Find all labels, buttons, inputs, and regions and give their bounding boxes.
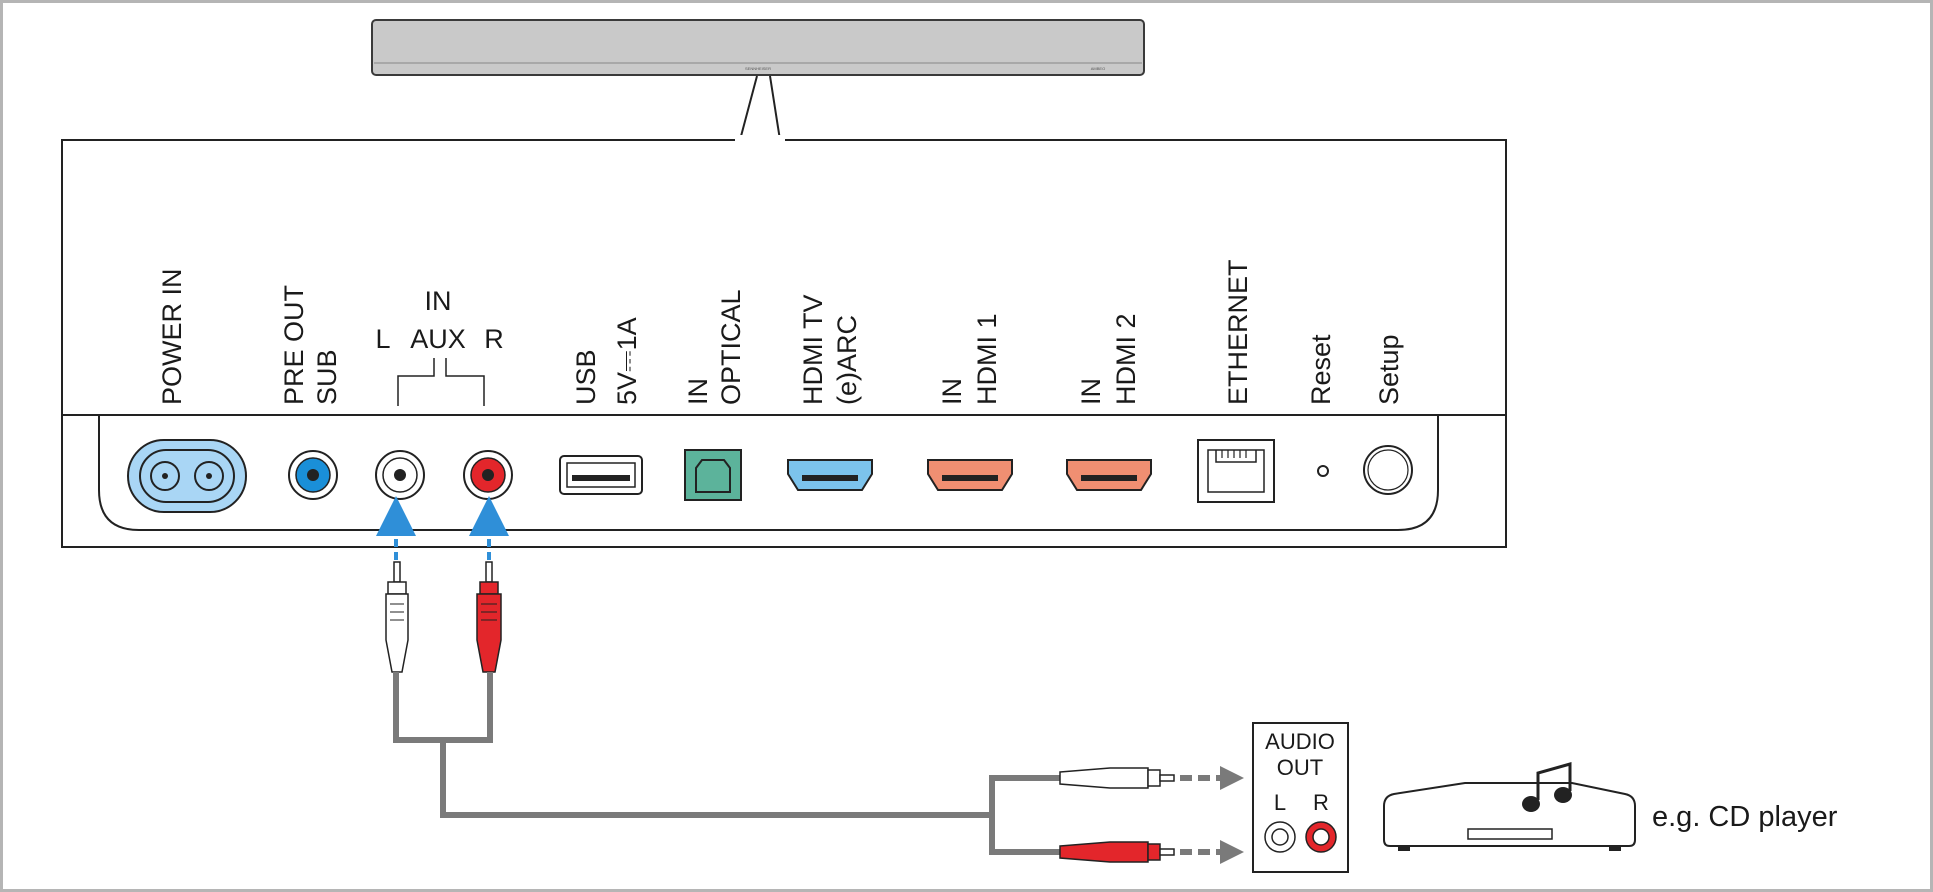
cd-player-caption: e.g. CD player bbox=[1652, 801, 1838, 833]
label-reset: Reset bbox=[1306, 334, 1336, 405]
cable-main bbox=[440, 740, 992, 818]
rca-plug-white-horizontal bbox=[1059, 767, 1175, 789]
label-usb-rating: 5V⎓1A bbox=[612, 317, 642, 405]
label-optical: OPTICAL bbox=[716, 289, 746, 405]
soundbar-brand: SENNHEISER bbox=[745, 66, 771, 71]
label-optical-in: IN bbox=[683, 378, 713, 405]
label-hdmi2: HDMI 2 bbox=[1111, 313, 1141, 405]
zoom-callout-right bbox=[769, 75, 781, 141]
zoom-callout-left bbox=[739, 75, 758, 141]
audio-out-l-label: L bbox=[1274, 790, 1286, 815]
label-aux-in: IN bbox=[425, 286, 452, 316]
label-aux: AUX bbox=[410, 324, 466, 354]
cable-bundle-top bbox=[393, 672, 493, 743]
hdmi-tv-earc-port bbox=[787, 459, 873, 491]
setup-button bbox=[1363, 445, 1413, 495]
label-aux-l: L bbox=[375, 324, 390, 354]
hdmi1-port bbox=[927, 459, 1013, 491]
audio-out-r-label: R bbox=[1313, 790, 1329, 815]
cable-split bbox=[989, 775, 1062, 855]
aux-r-jack bbox=[463, 450, 513, 500]
reset-pinhole bbox=[1317, 465, 1329, 477]
label-hdmi1-in: IN bbox=[937, 378, 967, 405]
label-earc: (e)ARC bbox=[832, 315, 862, 405]
rca-plug-white-vertical bbox=[385, 561, 409, 673]
aux-l-jack bbox=[375, 450, 425, 500]
audio-out-label-1: AUDIO bbox=[1265, 729, 1335, 754]
arrow-to-audio-out-l bbox=[1220, 766, 1244, 790]
connector-strip bbox=[98, 415, 1439, 531]
cd-player-illustration bbox=[1383, 782, 1636, 851]
audio-out-panel: AUDIO OUT L R bbox=[1252, 722, 1349, 873]
hdmi2-port bbox=[1066, 459, 1152, 491]
label-aux-r: R bbox=[484, 324, 504, 354]
label-hdmi-tv: HDMI TV bbox=[798, 294, 828, 405]
audio-out-l-jack bbox=[1264, 821, 1296, 853]
rca-plug-red-horizontal bbox=[1059, 841, 1175, 863]
label-power-in: POWER IN bbox=[157, 268, 187, 405]
label-usb: USB bbox=[571, 349, 601, 405]
ethernet-port bbox=[1197, 439, 1275, 503]
label-hdmi2-in: IN bbox=[1076, 378, 1106, 405]
label-pre-out: PRE OUT bbox=[279, 285, 309, 405]
sub-out-jack bbox=[288, 450, 338, 500]
label-hdmi1: HDMI 1 bbox=[972, 313, 1002, 405]
audio-out-label-2: OUT bbox=[1277, 755, 1323, 780]
usb-port bbox=[559, 455, 643, 495]
optical-port bbox=[684, 449, 742, 501]
label-setup: Setup bbox=[1374, 334, 1404, 405]
music-note-icon bbox=[1522, 762, 1572, 812]
label-sub: SUB bbox=[312, 349, 342, 405]
arrow-to-audio-out-r bbox=[1220, 840, 1244, 864]
soundbar-illustration: SENNHEISER AMBEO bbox=[371, 19, 1145, 76]
soundbar-model: AMBEO bbox=[1091, 66, 1105, 71]
power-in-socket bbox=[127, 439, 247, 513]
label-ethernet: ETHERNET bbox=[1223, 259, 1253, 405]
rca-plug-red-vertical bbox=[476, 561, 502, 673]
